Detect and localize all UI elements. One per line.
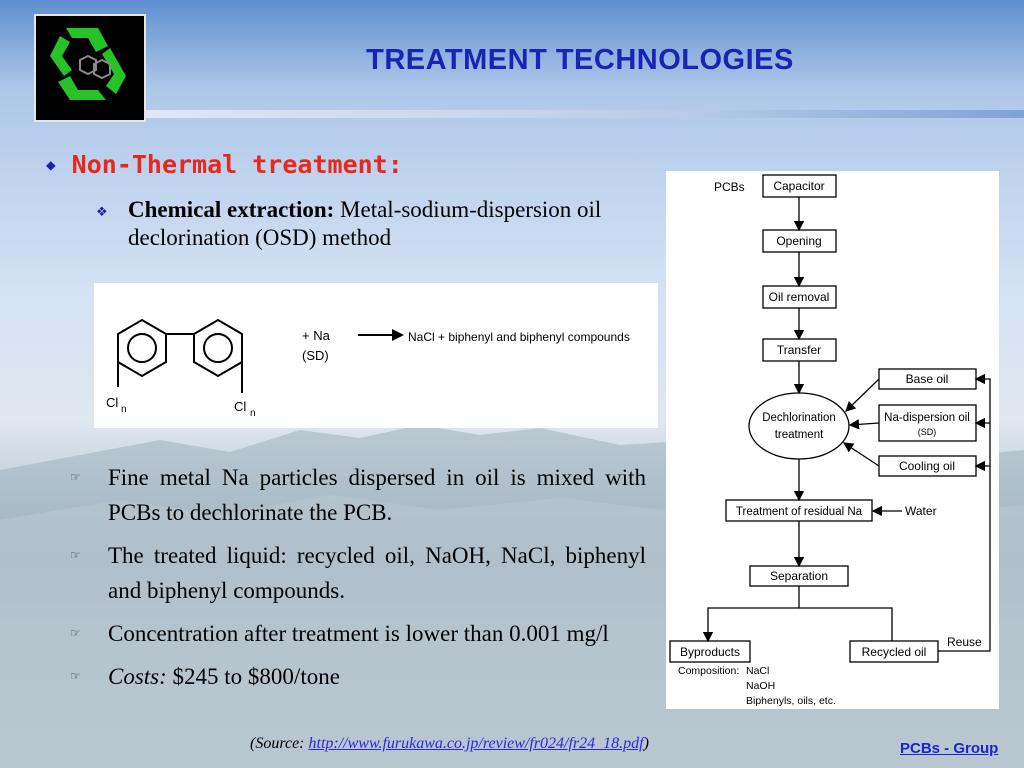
diamond-bullet-icon: ◆ bbox=[46, 155, 56, 174]
benzene-ring-right bbox=[193, 318, 243, 378]
four-diamond-bullet-icon: ❖ bbox=[96, 204, 108, 219]
aromatic-circle-left bbox=[127, 333, 157, 363]
pointing-hand-icon: ☞ bbox=[70, 669, 81, 683]
flow-output-recycled-oil-label: Recycled oil bbox=[862, 645, 927, 659]
list-item-text: Fine metal Na particles dispersed in oil… bbox=[108, 465, 646, 525]
source-prefix: (Source: bbox=[250, 735, 309, 752]
title-divider bbox=[146, 110, 1024, 118]
list-item-text: Concentration after treatment is lower t… bbox=[108, 621, 609, 646]
aromatic-circle-right bbox=[203, 333, 233, 363]
list-item: ☞ Costs: $245 to $800/tone bbox=[70, 659, 646, 694]
source-link[interactable]: http://www.furukawa.co.jp/review/fr024/f… bbox=[308, 735, 644, 752]
detail-bullet-list: ☞ Fine metal Na particles dispersed in o… bbox=[70, 460, 646, 702]
flow-water-label: Water bbox=[905, 504, 937, 518]
right-substituent-n: n bbox=[250, 408, 256, 419]
left-substituent-n: n bbox=[121, 404, 127, 415]
process-flowchart: Capacitor Opening Oil removal Transfer D… bbox=[666, 171, 999, 709]
reagent-line-1: + Na bbox=[302, 328, 331, 343]
list-item: ☞ The treated liquid: recycled oil, NaOH… bbox=[70, 538, 646, 608]
flow-process-label-2: treatment bbox=[775, 429, 824, 441]
list-item: ☞ Concentration after treatment is lower… bbox=[70, 616, 646, 651]
flow-composition-item-1: NaCl bbox=[746, 665, 769, 677]
flow-input-cooling-oil-label: Cooling oil bbox=[899, 459, 955, 473]
flow-input-na-dispersion-label: Na-dispersion oil bbox=[884, 412, 970, 424]
flow-step-separation-label: Separation bbox=[770, 569, 828, 583]
pointing-hand-icon: ☞ bbox=[70, 626, 81, 640]
flow-input-base-oil-label: Base oil bbox=[906, 372, 949, 386]
source-citation: (Source: http://www.furukawa.co.jp/revie… bbox=[250, 735, 649, 753]
reagent-line-2: (SD) bbox=[302, 348, 329, 363]
reaction-product: NaCl + biphenyl and biphenyl compounds bbox=[408, 330, 630, 344]
left-substituent: Cl bbox=[106, 395, 118, 410]
sub-bullet: ❖ Chemical extraction: Metal-sodium-disp… bbox=[96, 196, 656, 252]
flow-step-residual-na-label: Treatment of residual Na bbox=[736, 506, 863, 518]
sub-bullet-label: Chemical extraction: bbox=[128, 197, 335, 222]
pointing-hand-icon: ☞ bbox=[70, 548, 81, 562]
flow-reuse-label: Reuse bbox=[947, 635, 982, 649]
reaction-arrow-icon bbox=[392, 329, 404, 341]
flow-step-transfer-label: Transfer bbox=[777, 343, 821, 357]
flow-composition-label: Composition: bbox=[678, 665, 739, 677]
source-suffix: ) bbox=[643, 735, 649, 752]
reaction-diagram: Cl n Cl n + Na (SD) NaCl + biphenyl and … bbox=[94, 283, 658, 428]
list-item-text: The treated liquid: recycled oil, NaOH, … bbox=[108, 543, 646, 603]
right-substituent: Cl bbox=[234, 399, 246, 414]
main-bullet-text: Non-Thermal treatment: bbox=[71, 150, 403, 179]
cost-value: $245 to $800/tone bbox=[172, 664, 340, 689]
flow-step-opening-label: Opening bbox=[776, 234, 821, 248]
flow-process-dechlorination bbox=[748, 392, 850, 460]
main-bullet: ◆ Non-Thermal treatment: bbox=[46, 150, 403, 179]
flow-process-label-1: Dechlorination bbox=[762, 412, 836, 424]
flow-input-sd-label: (SD) bbox=[918, 427, 937, 437]
flow-step-capacitor-label: Capacitor bbox=[773, 179, 824, 193]
flow-step-oil-removal-label: Oil removal bbox=[769, 290, 830, 304]
flow-output-byproducts-label: Byproducts bbox=[680, 645, 740, 659]
cost-label: Costs: bbox=[108, 664, 167, 689]
recycle-logo-icon bbox=[34, 14, 146, 122]
footer-link[interactable]: PCBs - Group bbox=[900, 740, 999, 757]
list-item: ☞ Fine metal Na particles dispersed in o… bbox=[70, 460, 646, 530]
pointing-hand-icon: ☞ bbox=[70, 470, 81, 484]
flow-input-pcbs-label: PCBs bbox=[714, 180, 745, 194]
sub-bullet-text: Metal-sodium-dispersion oil declorinatio… bbox=[128, 197, 602, 250]
slide-title: TREATMENT TECHNOLOGIES bbox=[366, 44, 794, 76]
benzene-ring-left bbox=[117, 318, 167, 378]
flow-composition-item-2: NaOH bbox=[746, 680, 775, 692]
flow-composition-item-3: Biphenyls, oils, etc. bbox=[746, 695, 836, 707]
